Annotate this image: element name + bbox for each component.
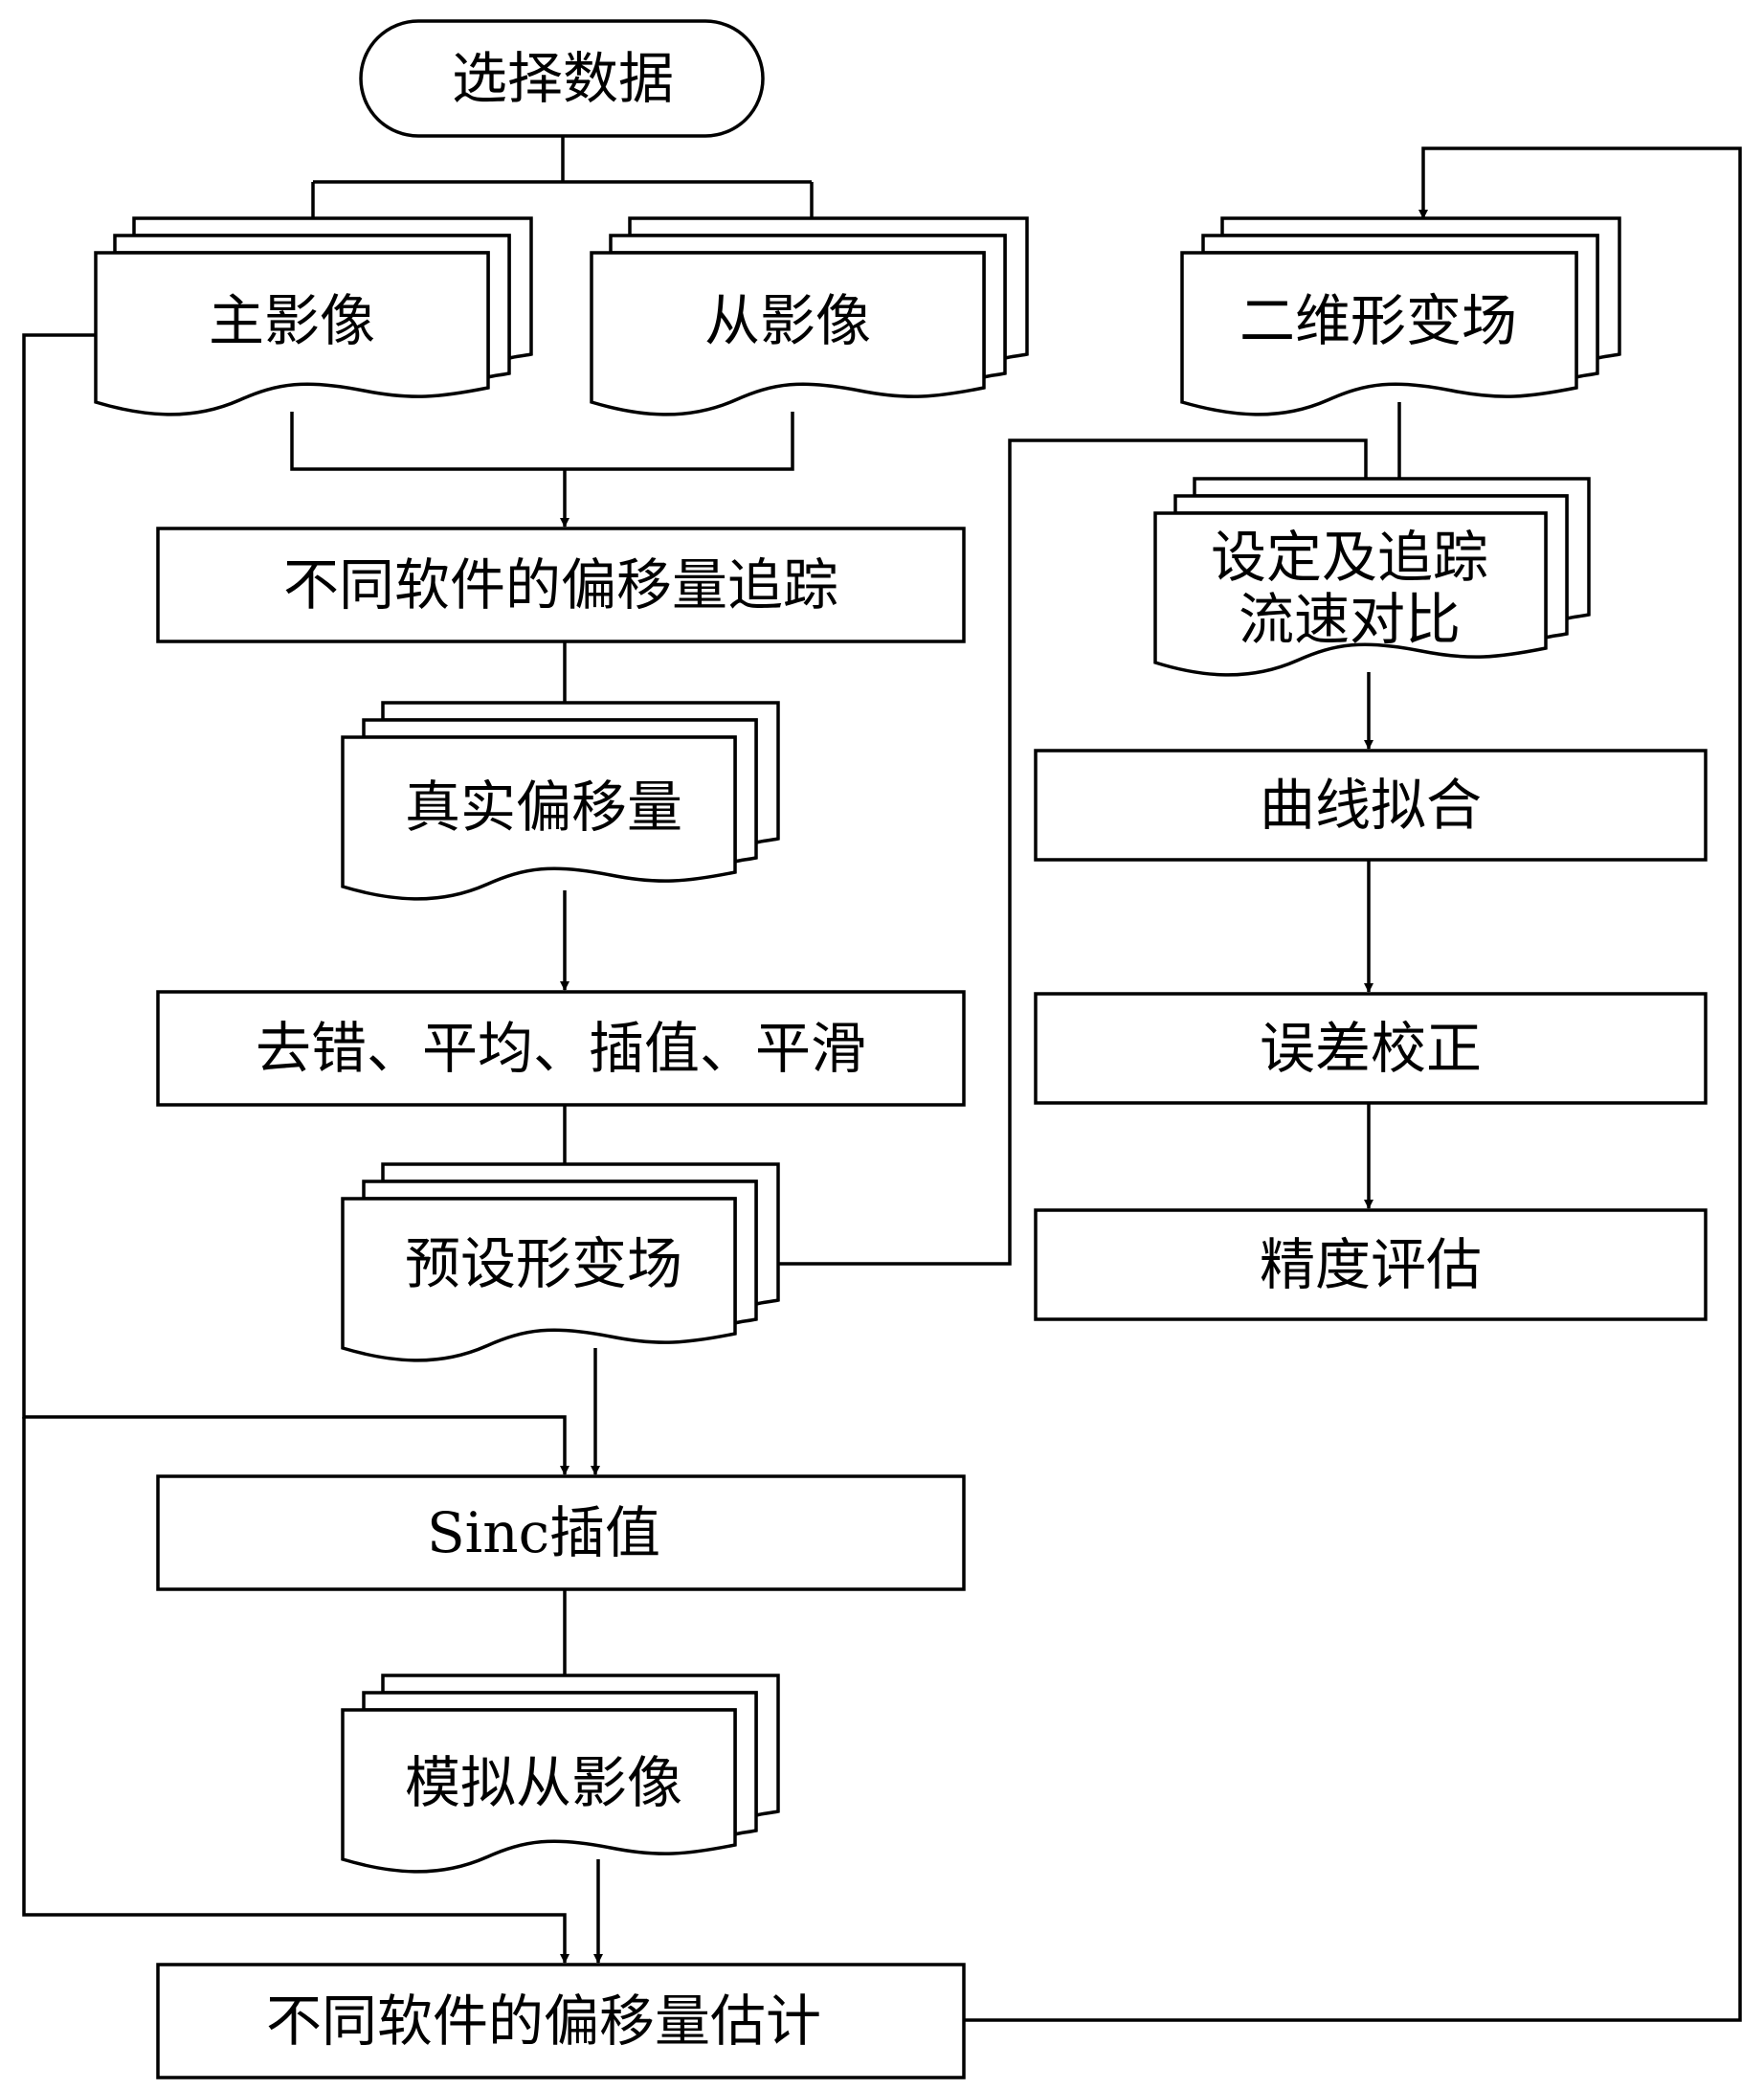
node-preset-field-label: 预设形变场 <box>405 1231 682 1296</box>
node-accuracy-label: 精度评估 <box>1260 1232 1482 1297</box>
node-curve-fit: 曲线拟合 <box>1034 749 1708 862</box>
node-error-correct: 误差校正 <box>1034 992 1708 1105</box>
node-postprocess: 去错、平均、插值、平滑 <box>156 990 966 1107</box>
edge-preset-compare <box>773 438 1371 1266</box>
node-compare: 设定及追踪 流速对比 <box>1153 477 1591 677</box>
node-compare-label-2: 流速对比 <box>1239 587 1461 652</box>
edge-images-merge <box>290 412 794 527</box>
node-deform-2d: 二维形变场 <box>1180 216 1621 416</box>
edge-master-estimate <box>22 1417 569 1964</box>
node-offset-tracking: 不同软件的偏移量追踪 <box>156 527 966 643</box>
node-curve-fit-label: 曲线拟合 <box>1260 773 1482 838</box>
node-offset-tracking-label: 不同软件的偏移量追踪 <box>283 552 838 618</box>
node-postprocess-label: 去错、平均、插值、平滑 <box>256 1016 866 1081</box>
node-true-offset-label: 真实偏移量 <box>405 775 682 840</box>
node-sim-slave: 模拟从影像 <box>341 1674 780 1874</box>
node-master-image: 主影像 <box>94 216 533 416</box>
node-slave-image-label: 从影像 <box>704 288 871 353</box>
node-true-offset: 真实偏移量 <box>341 701 780 901</box>
node-offset-estimate-label: 不同软件的偏移量估计 <box>266 1989 821 2054</box>
connectors <box>22 136 1742 2022</box>
node-deform-2d-label: 二维形变场 <box>1239 288 1517 353</box>
node-sim-slave-label: 模拟从影像 <box>405 1750 682 1815</box>
edge-select-split <box>313 136 812 184</box>
node-accuracy: 精度评估 <box>1034 1208 1708 1321</box>
node-select-data: 选择数据 <box>359 19 765 138</box>
node-sinc: Sinc插值 <box>156 1474 966 1591</box>
node-select-data-label: 选择数据 <box>452 46 674 111</box>
node-master-image-label: 主影像 <box>209 288 375 353</box>
node-offset-estimate: 不同软件的偏移量估计 <box>156 1963 966 2079</box>
node-compare-label-1: 设定及追踪 <box>1211 525 1488 590</box>
node-sinc-label: Sinc插值 <box>427 1500 660 1565</box>
node-preset-field: 预设形变场 <box>341 1162 780 1362</box>
node-slave-image: 从影像 <box>590 216 1029 416</box>
edge-estimate-deform2d <box>964 146 1742 2022</box>
node-error-correct-label: 误差校正 <box>1260 1016 1482 1081</box>
